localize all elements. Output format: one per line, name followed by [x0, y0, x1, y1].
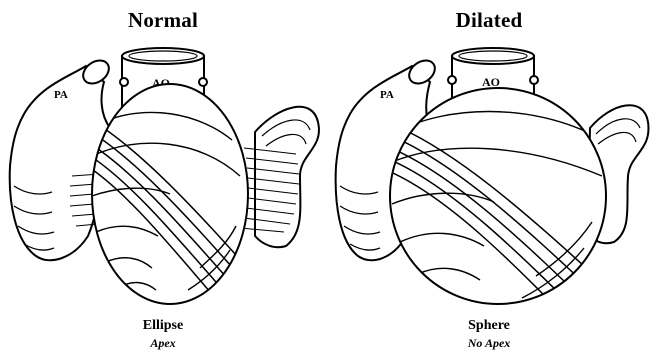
right-atrium-left: [255, 107, 319, 247]
dilated-heart-illustration: PA AO: [326, 36, 652, 306]
apex-label-dilated: No Apex: [326, 336, 652, 351]
panel-normal: Normal PA: [0, 0, 326, 359]
label-pa-dilated: PA: [380, 89, 394, 101]
shape-label-sphere: Sphere: [326, 318, 652, 334]
apex-label-normal: Apex: [0, 336, 326, 351]
panel-title-dilated: Dilated: [326, 8, 652, 33]
label-pa-normal: PA: [54, 89, 68, 101]
ellipse-ventricle: [84, 84, 262, 306]
normal-heart-illustration: PA AO: [0, 36, 326, 306]
shape-label-ellipse: Ellipse: [0, 318, 326, 334]
panel-title-normal: Normal: [0, 8, 326, 33]
panel-dilated: Dilated PA: [326, 0, 652, 359]
label-ao-dilated: AO: [482, 75, 500, 89]
